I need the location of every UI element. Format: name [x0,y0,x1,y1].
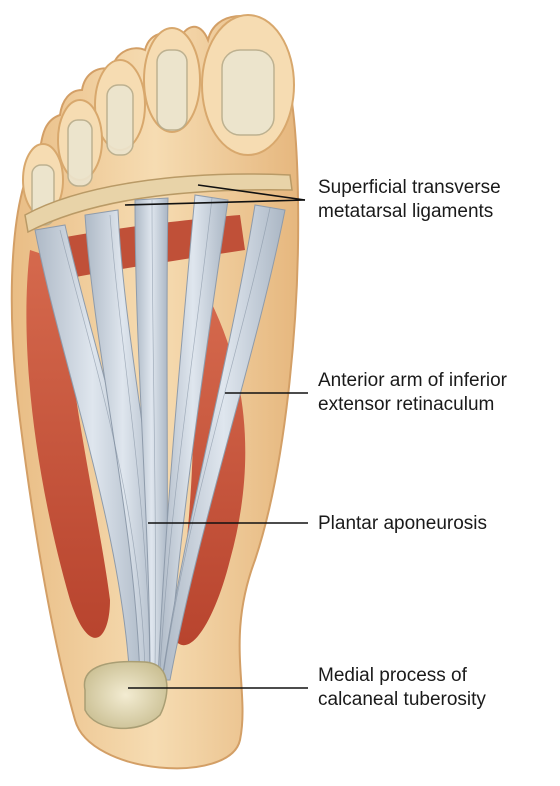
fascia-fibers [59,197,271,671]
calcaneal-tuberosity [83,660,168,729]
leader-line-superficial-transverse-1 [197,184,306,201]
toe-bones [31,49,275,226]
label-medial-process-calcaneal-tuberosity: Medial process of calcaneal tuberosity [318,664,486,712]
label-line: metatarsal ligaments [318,201,494,222]
label-line: Medial process of [318,665,467,686]
label-plantar-aponeurosis: Plantar aponeurosis [318,512,487,536]
label-line: extensor retinaculum [318,394,495,415]
label-anterior-arm-inferior-extensor-retinaculum: Anterior arm of inferior extensor retina… [318,369,507,417]
label-line: Superficial transverse [318,177,501,198]
label-superficial-transverse-metatarsal-ligaments: Superficial transverse metatarsal ligame… [318,176,501,224]
leader-line-superficial-transverse-2 [124,199,306,206]
label-line: Anterior arm of inferior [318,370,508,391]
plantar-aponeurosis-bands [34,194,286,681]
label-line: calcaneal tuberosity [318,689,486,710]
label-line: Plantar aponeurosis [318,513,487,534]
leader-lines [124,184,308,689]
